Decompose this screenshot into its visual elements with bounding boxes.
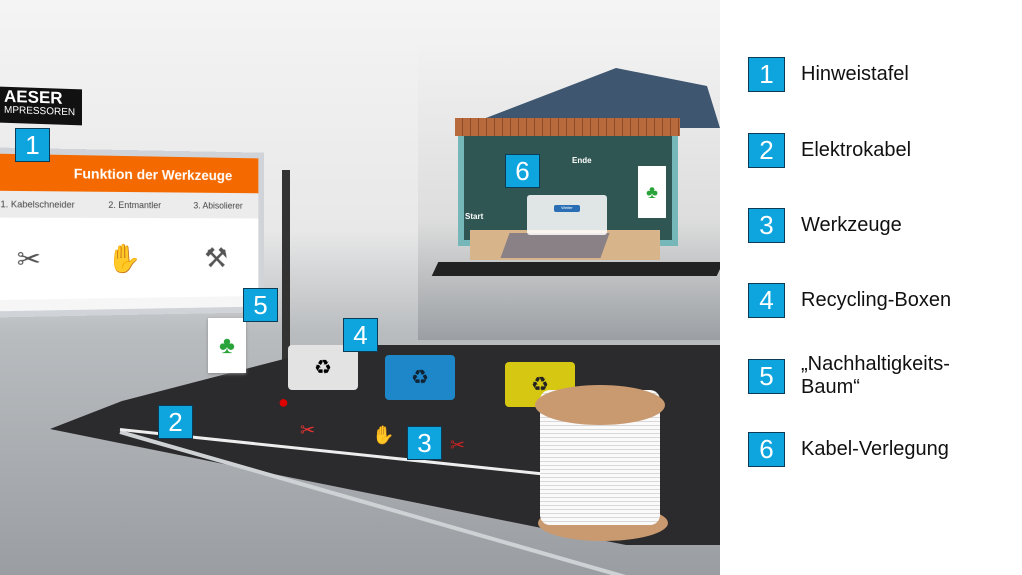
tool-icon[interactable]: ●	[278, 392, 289, 412]
cutter-icon: ✂	[16, 242, 42, 275]
badge-6: 6	[505, 154, 540, 188]
house-table	[431, 262, 720, 276]
legend-label: „Nachhaltigkeits-Baum“	[801, 353, 950, 398]
legend-item: 6 Kabel-Verlegung	[748, 432, 949, 467]
legend-label: Kabel-Verlegung	[801, 438, 949, 460]
badge-1: 1	[15, 128, 50, 162]
legend-label: Hinweistafel	[801, 63, 909, 85]
board-column: 3. Abisolierer	[193, 200, 243, 211]
start-label: Start	[465, 212, 484, 221]
sustainability-tree-icon[interactable]: ♣	[208, 318, 246, 373]
pliers-tool-icon[interactable]: ✂	[450, 435, 466, 455]
badge-5: 5	[243, 288, 278, 322]
stripper-icon: ✋	[106, 242, 142, 274]
continue-button[interactable]: Weiter	[554, 205, 580, 212]
recycling-box-gray[interactable]: ♻	[288, 345, 358, 390]
badge-2: 2	[158, 405, 193, 439]
legend-badge: 4	[748, 283, 785, 318]
legend-item: 3 Werkzeuge	[748, 208, 902, 243]
cutter-tool-icon[interactable]: ✂	[300, 420, 316, 440]
spool-top	[535, 385, 665, 425]
legend-label: Recycling-Boxen	[801, 289, 952, 311]
recycle-icon: ♻	[314, 357, 332, 379]
legend-item: 4 Recycling-Boxen	[748, 283, 951, 318]
legend-badge: 5	[748, 358, 785, 394]
board-column: 1. Kabelschneider	[0, 199, 75, 210]
legend-badge: 2	[748, 133, 785, 168]
legend-item: 1 Hinweistafel	[748, 57, 909, 92]
end-label: Ende	[572, 156, 592, 165]
badge-4: 4	[343, 318, 378, 352]
legend-item: 2 Elektrokabel	[748, 133, 911, 168]
legend-badge: 6	[748, 432, 785, 467]
legend-label: Werkzeuge	[801, 214, 902, 236]
legend: 1 Hinweistafel 2 Elektrokabel 3 Werkzeuge 4…	[720, 0, 1022, 575]
house-dialog: Weiter	[527, 195, 607, 235]
info-board: Funktion der Werkzeuge 1. Kabelschneider…	[0, 147, 264, 318]
legend-badge: 1	[748, 57, 785, 92]
badge-3: 3	[407, 426, 442, 460]
legend-item: 5 „Nachhaltigkeits-Baum“	[748, 353, 971, 399]
board-column: 2. Entmantler	[108, 199, 162, 211]
pliers-icon: ⚒	[204, 242, 228, 273]
recycling-box-blue[interactable]: ♻	[385, 355, 455, 400]
board-stand	[282, 170, 290, 370]
legend-badge: 3	[748, 208, 785, 243]
house-eave	[455, 118, 680, 136]
tree-icon: ♣	[638, 166, 666, 218]
stripper-tool-icon[interactable]: ✋	[372, 425, 395, 445]
rug	[500, 233, 610, 258]
recycle-icon: ♻	[411, 367, 429, 389]
legend-label: Elektrokabel	[801, 139, 912, 161]
